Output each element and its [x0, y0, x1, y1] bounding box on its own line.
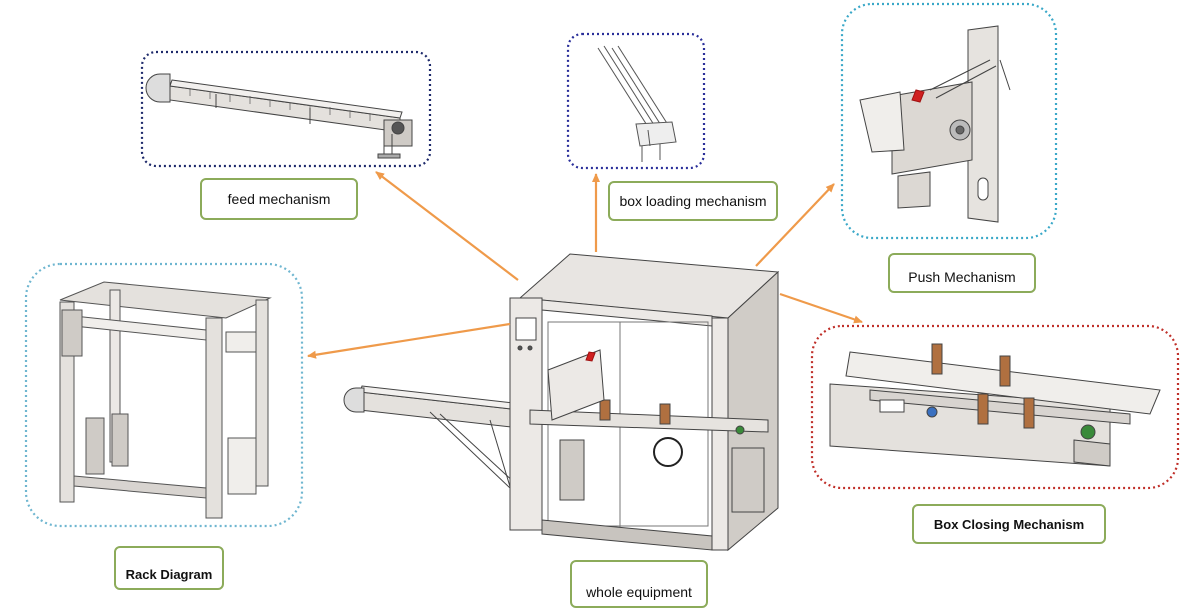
arrow-to-rack-diagram — [307, 322, 511, 359]
push-mechanism-frame — [840, 2, 1058, 240]
box-closing-label: Box Closing Mechanism — [912, 504, 1106, 544]
feed-mechanism-frame — [140, 50, 432, 168]
box-loading-frame — [566, 32, 706, 170]
box-closing-illustration — [829, 343, 1161, 467]
rack-frame-illustration — [59, 281, 272, 519]
connector-arrows — [307, 171, 863, 359]
box-loading-illustration — [597, 45, 677, 162]
feed-mechanism-label: feed mechanism — [200, 178, 358, 220]
box-loading-label: box loading mechanism — [608, 181, 778, 221]
whole-equipment-illustration — [343, 253, 780, 552]
arrow-to-feed-mechanism — [375, 171, 519, 281]
arrow-to-push-mechanism — [755, 183, 835, 267]
feed-conveyor-illustration — [145, 73, 413, 159]
push-mechanism-illustration — [859, 25, 1011, 223]
box-closing-frame — [810, 324, 1180, 490]
push-mechanism-label: Push Mechanism — [888, 253, 1036, 293]
whole-equipment-label: whole equipment — [570, 560, 708, 608]
rack-diagram-label: Rack Diagram — [114, 546, 224, 590]
rack-diagram-frame — [24, 262, 304, 528]
arrow-to-box-closing — [779, 292, 863, 324]
